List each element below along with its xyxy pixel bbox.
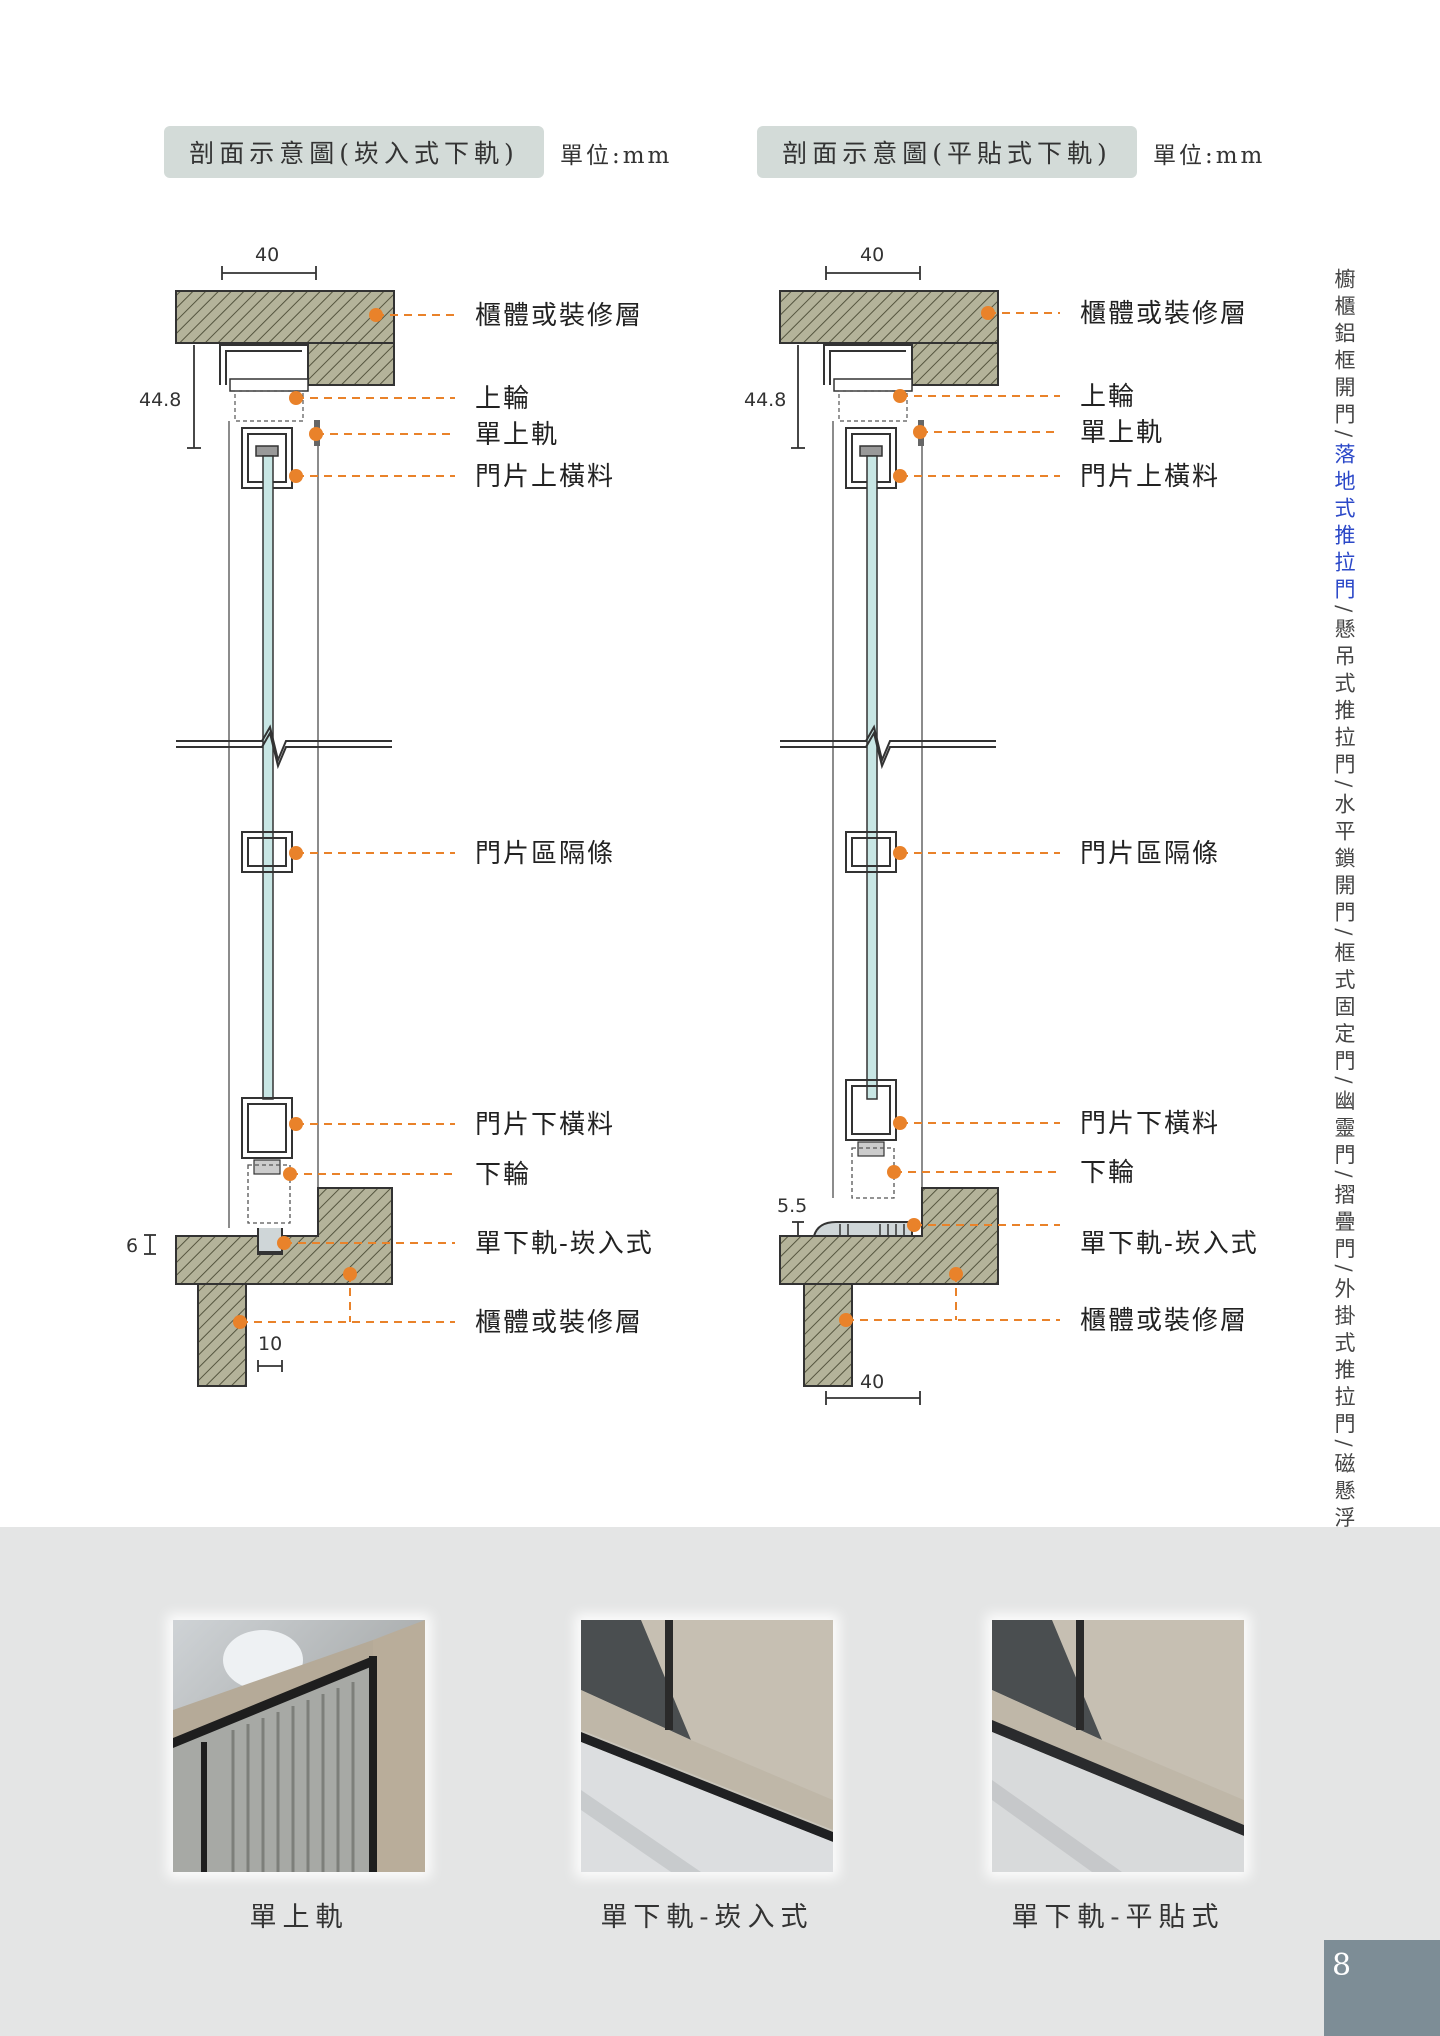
right-label-top-wheel: 上輪 <box>1080 382 1136 412</box>
right-top-track <box>823 344 913 385</box>
right-label-top-track: 單上軌 <box>1080 418 1164 448</box>
left-section-title: 剖面示意圖(崁入式下軌) <box>164 126 544 178</box>
left-divider <box>241 831 293 873</box>
left-break-line <box>176 724 392 764</box>
right-dim-top-height: 44.8 <box>744 389 786 411</box>
nav-item-floor-sliding-door[interactable]: 落地式推拉門 <box>1332 443 1356 606</box>
left-label-top-track: 單上軌 <box>475 420 559 450</box>
nav-item-framed-fixed-door[interactable]: 框式固定門 <box>1332 941 1356 1077</box>
photo-surface-bottom-track <box>992 1620 1244 1872</box>
left-label-bottom-wheel: 下輪 <box>475 1160 531 1190</box>
photo-embedded-bottom-track <box>581 1620 833 1872</box>
nav-item-folding-door[interactable]: 摺疊門 <box>1332 1183 1356 1265</box>
nav-item-hanging-sliding-door[interactable]: 懸吊式推拉門 <box>1332 618 1356 781</box>
nav-item-cabinet-door[interactable]: 櫥櫃鋁框開門 <box>1332 268 1356 430</box>
right-top-cabinet <box>779 290 999 344</box>
right-dim-bottom-gap: 5.5 <box>777 1195 807 1217</box>
left-label-divider: 門片區隔條 <box>475 839 615 869</box>
left-diagram: 40 44.8 6 10 <box>126 244 654 1387</box>
right-dim-top-width: 40 <box>860 244 884 266</box>
left-label-cabinet-top: 櫃體或裝修層 <box>475 301 643 331</box>
right-section-title: 剖面示意圖(平貼式下軌) <box>757 126 1137 178</box>
right-door-top-rail <box>845 427 897 489</box>
right-label-bottom-wheel: 下輪 <box>1080 1158 1136 1188</box>
photo-top-track <box>173 1620 425 1872</box>
left-glass <box>262 455 274 1100</box>
right-label-cabinet-bottom: 櫃體或裝修層 <box>1080 1306 1248 1336</box>
left-top-track <box>219 344 309 385</box>
left-dim-top-width: 40 <box>255 244 279 266</box>
right-divider <box>845 831 897 873</box>
right-top-cabinet-side <box>911 342 999 386</box>
caption-surface-bottom-track: 單下軌-平貼式 <box>1011 1902 1225 1933</box>
left-dim-bottom-offset: 10 <box>258 1333 282 1355</box>
right-label-cabinet-top: 櫃體或裝修層 <box>1080 299 1248 329</box>
left-top-cabinet-side <box>307 342 395 386</box>
right-diagram: 40 44.8 5.5 40 <box>744 244 1259 1405</box>
left-label-door-top-rail: 門片上橫料 <box>475 462 615 492</box>
left-label-door-bottom-rail: 門片下橫料 <box>475 1110 615 1140</box>
right-break-line <box>780 724 996 764</box>
left-bottom-wheel <box>247 1164 291 1224</box>
side-category-nav: 櫥櫃鋁框開門/落地式推拉門/懸吊式推拉門/水平鎖開門/框式固定門/幽靈門/摺疊門… <box>1322 268 1366 1615</box>
left-top-cabinet <box>175 290 395 344</box>
left-door-top-rail <box>241 427 293 489</box>
page-number: 8 <box>1332 1948 1352 1983</box>
left-label-bottom-track: 單下軌-崁入式 <box>475 1229 654 1259</box>
right-label-divider: 門片區隔條 <box>1080 839 1220 869</box>
left-top-wheel <box>229 378 309 392</box>
right-bottom-support <box>803 1283 853 1387</box>
left-dim-top-height: 44.8 <box>139 389 181 411</box>
caption-top-track: 單上軌 <box>249 1902 349 1933</box>
page-number-tab: 8 <box>1324 1940 1440 2036</box>
nav-item-external-sliding-door[interactable]: 外掛式推拉門 <box>1332 1277 1356 1440</box>
right-glass <box>866 455 878 1100</box>
cross-section-diagrams: 40 44.8 6 10 <box>126 244 1259 1405</box>
left-bottom-support <box>197 1283 247 1387</box>
right-label-bottom-track: 單下軌-崁入式 <box>1080 1229 1259 1259</box>
right-bottom-cabinet <box>779 1187 999 1285</box>
right-label-door-bottom-rail: 門片下橫料 <box>1080 1109 1220 1139</box>
right-top-wheel <box>833 378 913 392</box>
nav-item-ghost-door[interactable]: 幽靈門 <box>1332 1089 1356 1171</box>
left-door-bottom-rail <box>241 1097 293 1159</box>
left-label-top-wheel: 上輪 <box>475 384 531 414</box>
left-section-title-text: 剖面示意圖(崁入式下軌) <box>189 139 519 168</box>
left-unit-label: 單位:mm <box>560 143 673 169</box>
left-dim-bottom-gap: 6 <box>126 1235 138 1257</box>
right-section-title-text: 剖面示意圖(平貼式下軌) <box>782 139 1112 168</box>
right-label-door-top-rail: 門片上橫料 <box>1080 462 1220 492</box>
nav-item-horizontal-lock-door[interactable]: 水平鎖開門 <box>1332 793 1356 929</box>
right-unit-label: 單位:mm <box>1153 143 1266 169</box>
right-door-bottom-rail <box>845 1079 897 1141</box>
caption-embedded-bottom-track: 單下軌-崁入式 <box>600 1902 814 1933</box>
left-label-cabinet-bottom: 櫃體或裝修層 <box>475 1308 643 1338</box>
right-bottom-track <box>812 1221 913 1237</box>
right-dim-bottom-width: 40 <box>860 1371 884 1393</box>
